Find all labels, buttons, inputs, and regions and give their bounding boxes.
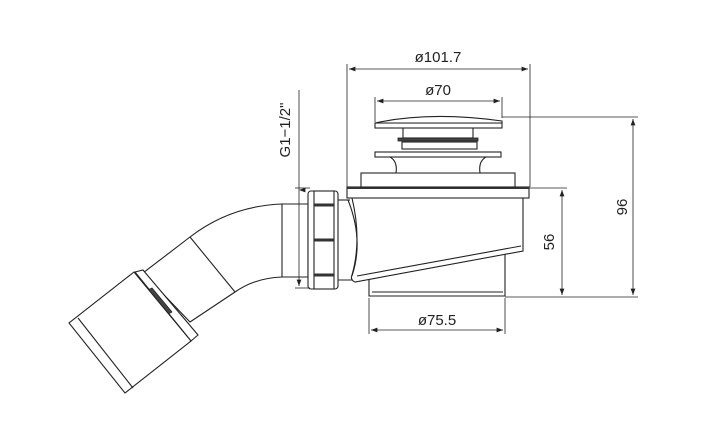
cap-diameter-label: ø70 [425, 82, 451, 99]
dimension-lines [295, 64, 638, 334]
thread-size-label: G1−1/2" [277, 103, 294, 158]
outlet-diameter-label: ø75.5 [418, 312, 456, 329]
elbow-pipe [68, 203, 309, 394]
coupling-nut [307, 190, 355, 290]
body-height-label: 56 [541, 234, 558, 251]
top-diameter-label: ø101.7 [415, 49, 462, 66]
total-height-label: 96 [614, 199, 631, 216]
trap-body [346, 115, 530, 297]
